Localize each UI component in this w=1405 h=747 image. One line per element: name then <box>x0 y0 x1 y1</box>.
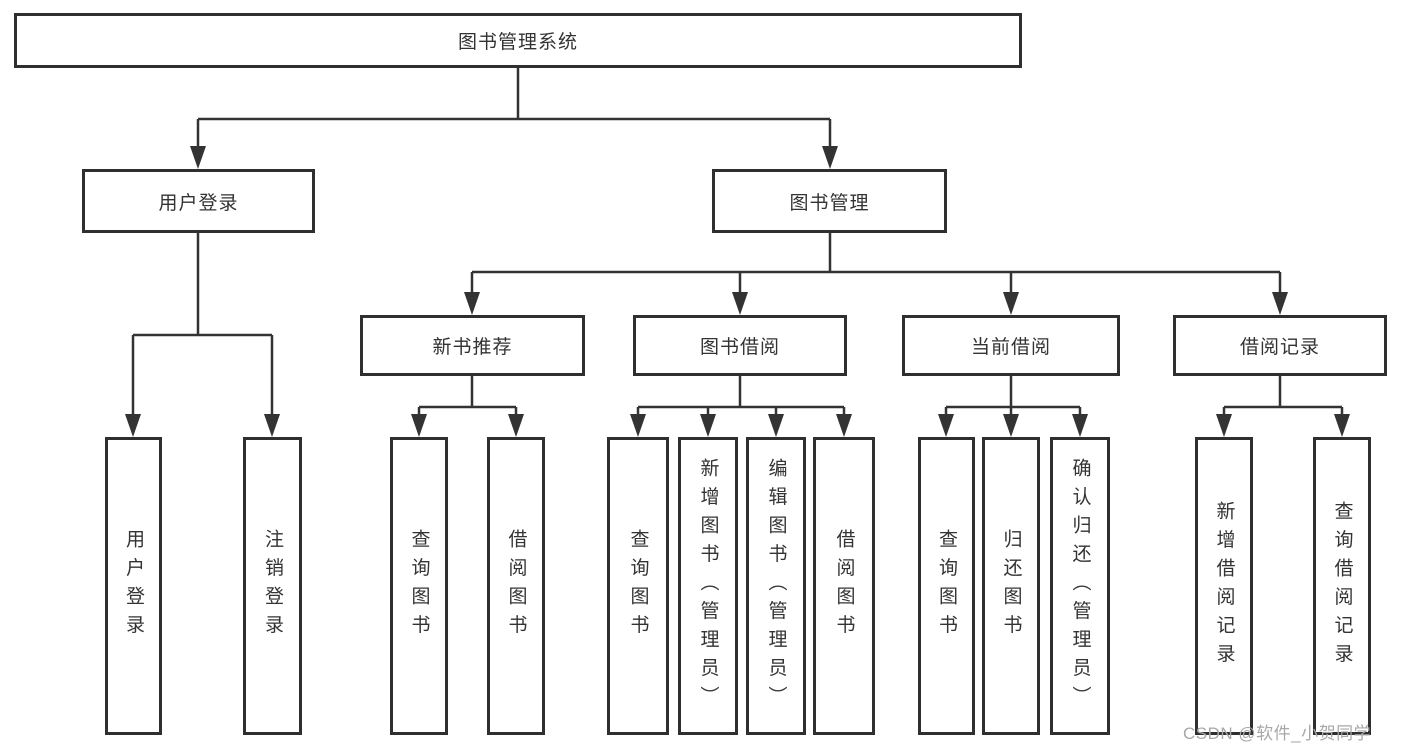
node-leaf-borrow-books-borrow-label: 借阅图书 <box>833 529 855 643</box>
node-leaf-borrow-books-recommend: 借阅图书 <box>487 437 545 735</box>
node-current-borrow: 当前借阅 <box>902 315 1120 376</box>
node-leaf-edit-books-admin: 编辑图书（管理员） <box>746 437 806 735</box>
node-user-login: 用户登录 <box>82 169 315 233</box>
node-leaf-return-books: 归还图书 <box>982 437 1040 735</box>
node-leaf-add-borrow-record: 新增借阅记录 <box>1195 437 1253 735</box>
node-leaf-add-books-admin-label: 新增图书（管理员） <box>697 457 719 715</box>
node-leaf-logout-login: 注销登录 <box>243 437 302 735</box>
node-user-login-label: 用户登录 <box>158 192 239 214</box>
node-leaf-query-books-recommend: 查询图书 <box>390 437 448 735</box>
node-leaf-query-borrow-record-label: 查询借阅记录 <box>1331 500 1353 672</box>
node-leaf-query-books-recommend-label: 查询图书 <box>408 529 430 643</box>
arrowheads <box>125 146 1350 437</box>
node-book-management: 图书管理 <box>712 169 947 233</box>
node-leaf-query-books-current: 查询图书 <box>918 437 975 735</box>
node-new-book-recommend: 新书推荐 <box>360 315 585 376</box>
node-leaf-edit-books-admin-label: 编辑图书（管理员） <box>765 457 787 715</box>
node-leaf-borrow-books-recommend-label: 借阅图书 <box>505 529 527 643</box>
node-leaf-confirm-return-admin-label: 确认归还（管理员） <box>1069 457 1091 715</box>
node-root-label: 图书管理系统 <box>457 32 578 53</box>
csdn-watermark: CSDN @软件_小贺同学 <box>1183 724 1372 743</box>
node-leaf-return-books-label: 归还图书 <box>1000 529 1022 643</box>
node-book-management-label: 图书管理 <box>789 192 870 214</box>
node-borrow-records: 借阅记录 <box>1173 315 1387 376</box>
node-leaf-user-login-label: 用户登录 <box>123 529 144 643</box>
node-leaf-query-books-current-label: 查询图书 <box>936 529 957 643</box>
node-leaf-confirm-return-admin: 确认归还（管理员） <box>1050 437 1110 735</box>
node-current-borrow-label: 当前借阅 <box>970 337 1051 358</box>
node-new-book-recommend-label: 新书推荐 <box>432 337 513 358</box>
node-leaf-query-borrow-record: 查询借阅记录 <box>1313 437 1371 735</box>
node-leaf-logout-login-label: 注销登录 <box>262 529 283 643</box>
node-leaf-add-books-admin: 新增图书（管理员） <box>678 437 738 735</box>
node-book-borrow-label: 图书借阅 <box>699 337 780 358</box>
node-borrow-records-label: 借阅记录 <box>1239 337 1320 358</box>
node-leaf-query-books-borrow: 查询图书 <box>607 437 669 735</box>
node-leaf-query-books-borrow-label: 查询图书 <box>627 529 649 643</box>
node-leaf-borrow-books-borrow: 借阅图书 <box>813 437 875 735</box>
node-book-borrow: 图书借阅 <box>633 315 847 376</box>
node-root: 图书管理系统 <box>14 13 1022 68</box>
node-leaf-user-login: 用户登录 <box>105 437 162 735</box>
node-leaf-add-borrow-record-label: 新增借阅记录 <box>1213 500 1235 672</box>
